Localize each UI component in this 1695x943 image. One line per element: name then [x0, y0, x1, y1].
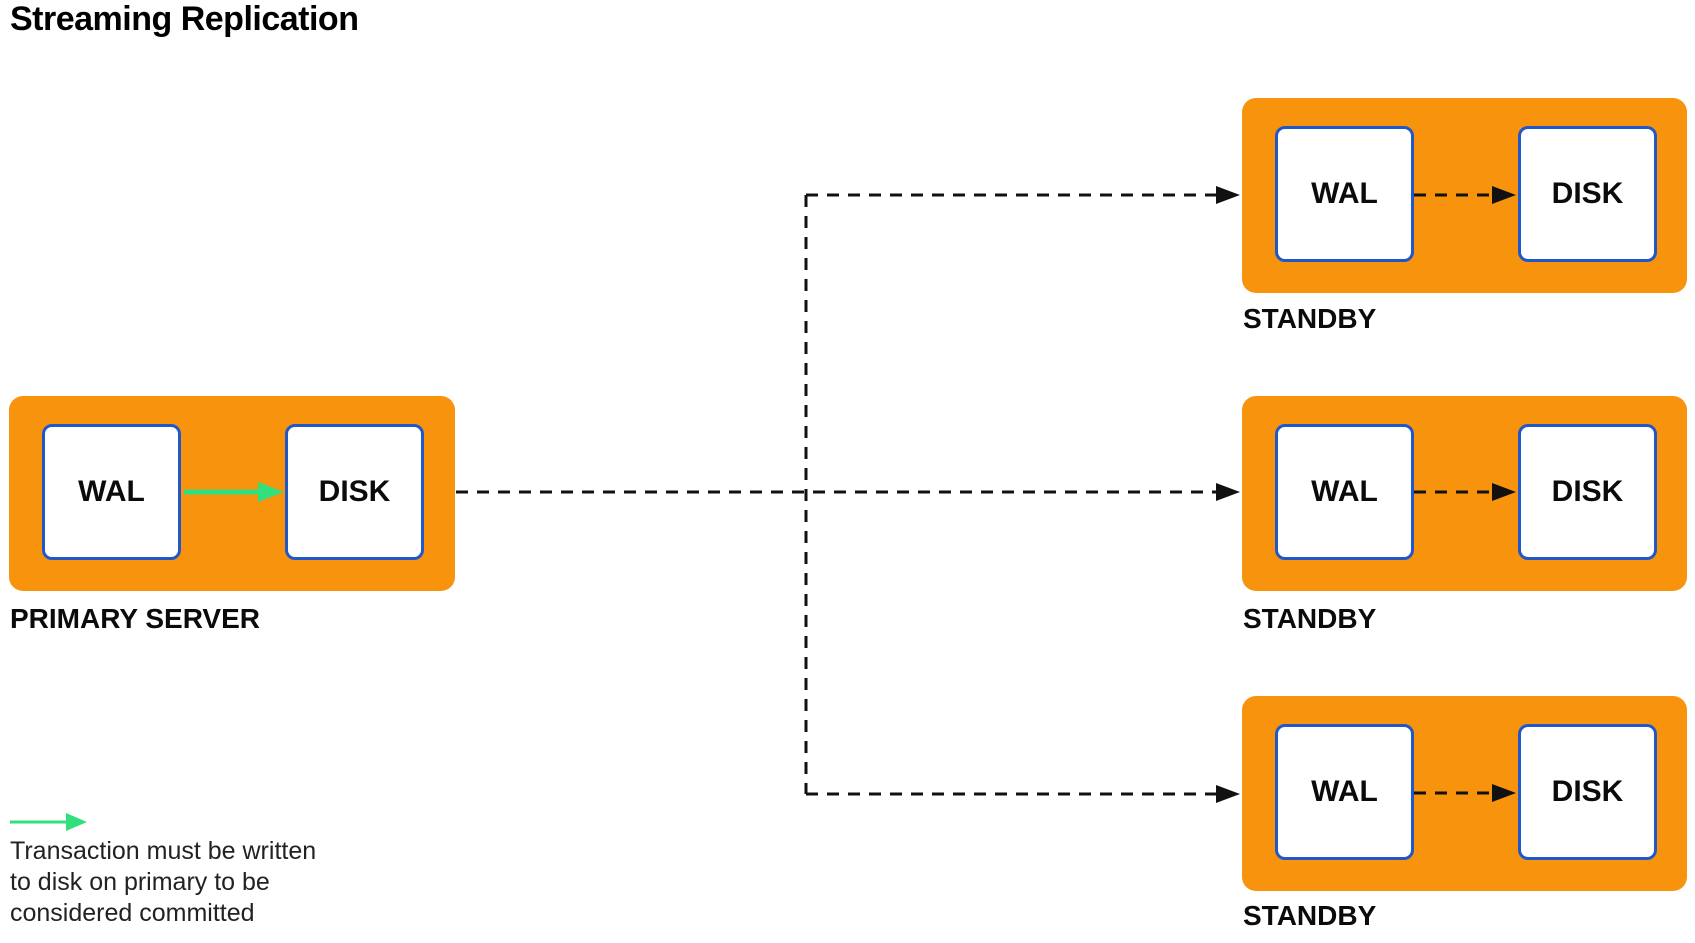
legend-line-3: considered committed [10, 899, 255, 927]
standby-1-wal-node: WAL [1275, 126, 1414, 262]
standby-1-disk-node: DISK [1518, 126, 1657, 262]
standby-3-label: STANDBY [1243, 900, 1377, 931]
standby-2-label: STANDBY [1243, 603, 1377, 634]
primary-disk-node: DISK [285, 424, 424, 560]
primary-server-label: PRIMARY SERVER [10, 603, 260, 634]
primary-server-card: WAL DISK [9, 396, 455, 591]
legend-line-2: to disk on primary to be [10, 868, 270, 896]
standby-2-disk-label: DISK [1551, 475, 1624, 508]
standby-2-disk-node: DISK [1518, 424, 1657, 560]
standby-2-wal-node: WAL [1275, 424, 1414, 560]
primary-wal-label: WAL [78, 475, 145, 508]
legend-green-arrowhead-icon [66, 813, 87, 831]
standby-2-wal-label: WAL [1311, 475, 1378, 508]
standby-1-label: STANDBY [1243, 303, 1377, 334]
standby-2-card: WAL DISK [1242, 396, 1687, 591]
legend-text: Transaction must be written to disk on p… [10, 836, 316, 929]
primary-disk-label: DISK [318, 475, 391, 508]
standby-1-disk-label: DISK [1551, 177, 1624, 210]
page-title: Streaming Replication [10, 0, 359, 38]
standby-3-disk-node: DISK [1518, 724, 1657, 860]
standby-3-wal-node: WAL [1275, 724, 1414, 860]
legend-line-1: Transaction must be written [10, 837, 317, 865]
standby-1-wal-label: WAL [1311, 177, 1378, 210]
replication-arrowhead-middle-icon [1216, 483, 1240, 501]
standby-3-disk-label: DISK [1551, 775, 1624, 808]
primary-wal-node: WAL [42, 424, 181, 560]
replication-arrowhead-top-icon [1216, 186, 1240, 204]
standby-3-card: WAL DISK [1242, 696, 1687, 891]
replication-arrowhead-bottom-icon [1216, 785, 1240, 803]
standby-1-card: WAL DISK [1242, 98, 1687, 293]
standby-3-wal-label: WAL [1311, 775, 1378, 808]
